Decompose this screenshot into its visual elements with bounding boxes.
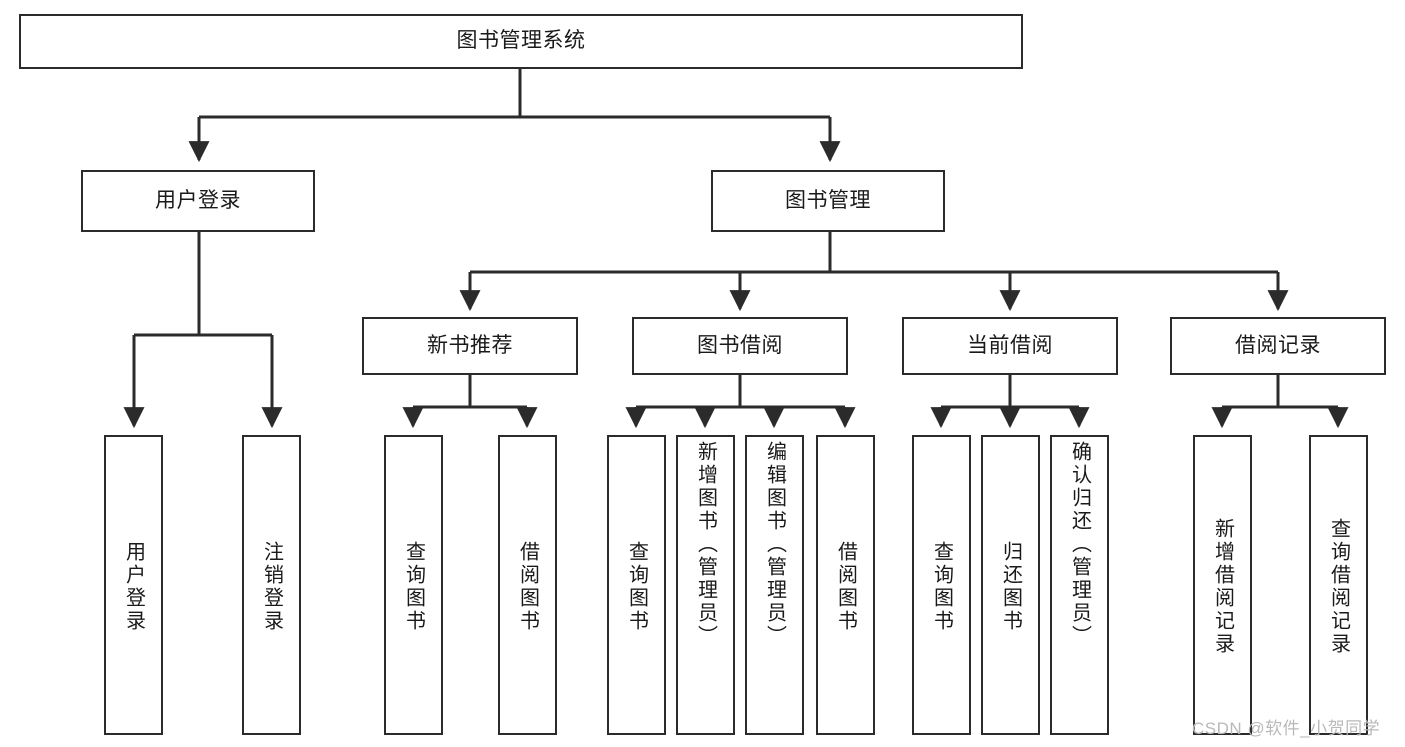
node-leaf-return-book[interactable]: 归还图书: [981, 435, 1040, 735]
node-new-book-recommend-label: 新书推荐: [427, 333, 513, 357]
node-leaf-query-book-2-label: 查询图书: [625, 541, 648, 633]
csdn-watermark: CSDN @软件_小贺同学: [1192, 719, 1381, 738]
node-leaf-query-book-1-label: 查询图书: [402, 541, 425, 633]
node-leaf-borrow-book-2[interactable]: 借阅图书: [816, 435, 875, 735]
node-new-book-recommend[interactable]: 新书推荐: [362, 317, 578, 375]
node-leaf-borrow-book-2-label: 借阅图书: [834, 541, 857, 633]
node-leaf-add-record-label: 新增借阅记录: [1211, 518, 1234, 656]
node-leaf-return-book-label: 归还图书: [999, 541, 1022, 633]
node-leaf-add-record[interactable]: 新增借阅记录: [1193, 435, 1252, 735]
node-leaf-add-book-label: 新增图书（管理员）: [694, 441, 717, 648]
node-leaf-query-book-3-label: 查询图书: [930, 541, 953, 633]
node-leaf-query-record[interactable]: 查询借阅记录: [1309, 435, 1368, 735]
node-leaf-user-login-label: 用户登录: [122, 541, 145, 633]
node-book-management-label: 图书管理: [785, 188, 871, 212]
node-leaf-edit-book[interactable]: 编辑图书（管理员）: [745, 435, 804, 735]
node-leaf-query-record-label: 查询借阅记录: [1327, 518, 1350, 656]
node-root[interactable]: 图书管理系统: [19, 14, 1023, 69]
node-leaf-confirm-return-label: 确认归还（管理员）: [1068, 441, 1091, 648]
node-leaf-edit-book-label: 编辑图书（管理员）: [763, 441, 786, 648]
node-leaf-user-login[interactable]: 用户登录: [104, 435, 163, 735]
node-leaf-borrow-book-1-label: 借阅图书: [516, 541, 539, 633]
node-user-login-label: 用户登录: [155, 188, 241, 212]
node-borrow-record[interactable]: 借阅记录: [1170, 317, 1386, 375]
node-leaf-query-book-3[interactable]: 查询图书: [912, 435, 971, 735]
node-leaf-confirm-return[interactable]: 确认归还（管理员）: [1050, 435, 1109, 735]
node-current-borrow-label: 当前借阅: [967, 333, 1053, 357]
node-user-login[interactable]: 用户登录: [81, 170, 315, 232]
node-leaf-borrow-book-1[interactable]: 借阅图书: [498, 435, 557, 735]
node-current-borrow[interactable]: 当前借阅: [902, 317, 1118, 375]
node-leaf-add-book[interactable]: 新增图书（管理员）: [676, 435, 735, 735]
node-leaf-logout-login-label: 注销登录: [260, 541, 283, 633]
node-leaf-query-book-1[interactable]: 查询图书: [384, 435, 443, 735]
node-root-label: 图书管理系统: [456, 29, 586, 53]
node-leaf-query-book-2[interactable]: 查询图书: [607, 435, 666, 735]
node-book-management[interactable]: 图书管理: [711, 170, 945, 232]
node-book-borrow-label: 图书借阅: [697, 333, 783, 357]
node-book-borrow[interactable]: 图书借阅: [632, 317, 848, 375]
node-leaf-logout-login[interactable]: 注销登录: [242, 435, 301, 735]
node-borrow-record-label: 借阅记录: [1235, 333, 1321, 357]
